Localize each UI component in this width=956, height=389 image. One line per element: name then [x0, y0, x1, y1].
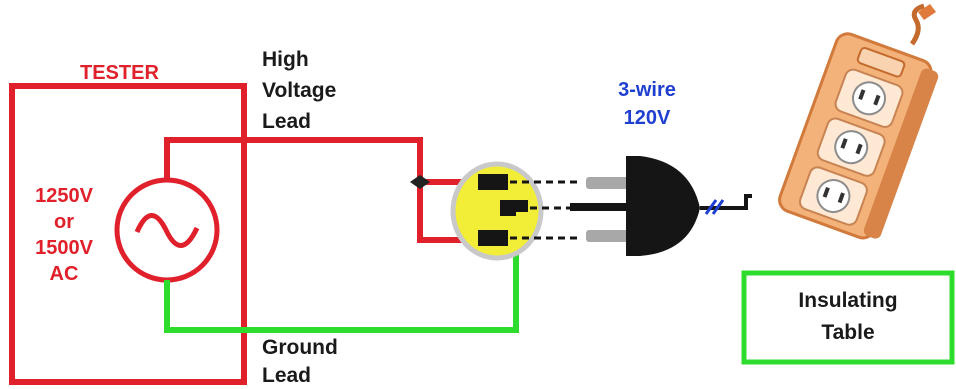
plug-prong-bottom [586, 230, 630, 242]
receptacle-slot-top [478, 174, 508, 190]
power-strip-outlet-1 [834, 68, 904, 128]
plug-line-1: 3-wire [618, 79, 676, 101]
power-strip-cord [909, 3, 925, 46]
power-strip-outlet-3 [798, 166, 868, 226]
plug-body [626, 156, 700, 256]
plug-line-2: 120V [623, 107, 671, 129]
power-strip-plug-tip [918, 4, 936, 20]
receptacle-face [450, 161, 544, 261]
plug-cord [700, 194, 752, 210]
ground-lead-label: Ground Lead [262, 334, 338, 389]
tester-voltage-label: 1250V or 1500V AC [26, 183, 102, 287]
hv-line-1: High [262, 48, 309, 71]
power-strip-switch [856, 46, 906, 78]
insulating-table-label: Insulating Table [744, 285, 952, 349]
plug-prong-top [586, 177, 630, 189]
ground-line-2: Lead [262, 364, 312, 387]
receptacle-ground-slot [500, 200, 528, 216]
ground-line-1: Ground [262, 336, 338, 359]
plug-label: 3-wire 120V [606, 76, 688, 132]
lead-junction-dot [410, 175, 430, 189]
voltage-line-3: 1500V [35, 237, 93, 259]
power-strip-side [863, 68, 939, 239]
table-line-2: Table [821, 321, 875, 344]
ground-lead-wire [164, 212, 519, 333]
tester-title: TESTER [80, 62, 159, 84]
sine-wave-icon [134, 213, 200, 248]
voltage-line-4: AC [49, 263, 79, 285]
power-strip-outlet-2 [816, 117, 886, 177]
insulating-table-box [741, 270, 955, 365]
high-voltage-lead-label: High Voltage Lead [262, 44, 336, 137]
table-line-1: Insulating [798, 289, 898, 312]
plug-ground-pin [570, 203, 632, 211]
tester-box [9, 83, 247, 385]
receptacle-slot-bottom [478, 230, 508, 246]
cord-break-icon [704, 199, 725, 215]
hv-line-2: Voltage [262, 79, 337, 102]
voltage-line-1: 1250V [35, 185, 93, 207]
voltage-line-2: or [54, 211, 74, 233]
power-strip [778, 32, 939, 240]
hv-line-3: Lead [262, 110, 312, 133]
